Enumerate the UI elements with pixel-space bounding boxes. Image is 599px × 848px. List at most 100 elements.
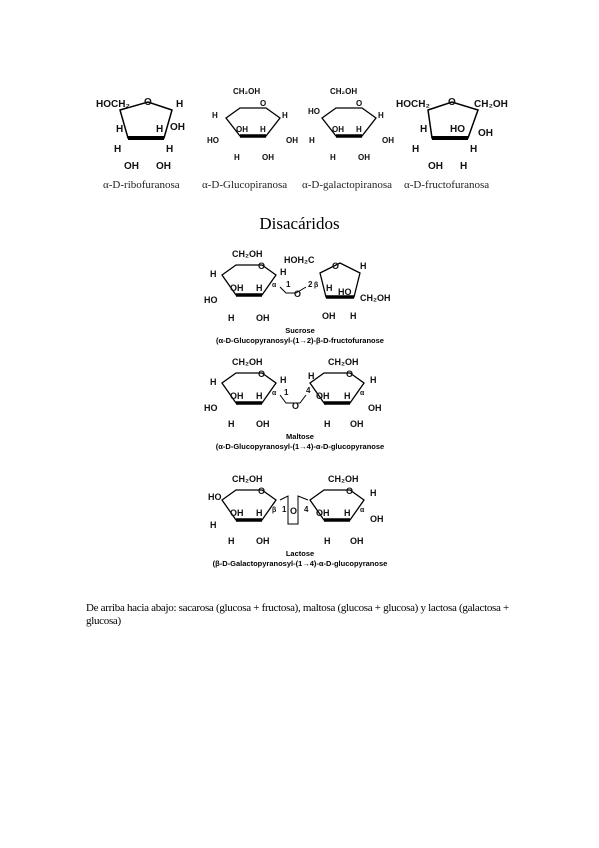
ring-o-label: O [346,486,353,496]
fructofuranose-structure: HOCH₂ O CH₂OH H HO OH H H OH H [396,97,508,172]
h-label: H [166,144,173,155]
h-label: H [370,488,377,498]
h-label: H [344,508,351,518]
ch2oh-label: CH₂OH [232,357,263,367]
h-label: H [378,111,384,120]
glycosidic-o-label: O [294,289,301,299]
ch2oh-label: CH₂OH [232,249,263,259]
h-label: H [330,153,336,162]
ho-label: HO [208,492,222,502]
ch2oh-label: CH₂OH [233,87,260,96]
ring-o-label: O [258,261,265,271]
ch2oh-label: CH₂OH [330,87,357,96]
h-label: H [212,111,218,120]
h-label: H [350,311,357,321]
oh-label: OH [256,313,270,323]
h-label: H [156,124,163,135]
oh-label: OH [382,136,394,145]
ch2oh-label: CH₂OH [328,474,359,484]
h-label: H [114,144,121,155]
h-label: H [324,536,331,546]
h-label: H [420,124,427,135]
alpha-label: α [360,390,365,397]
oh-label: OH [124,161,139,172]
ring-o-label: O [332,261,339,271]
h-label: H [324,419,331,429]
ring-o-label: O [448,97,456,108]
h-label: H [280,375,287,385]
sucrose-name: Sucrose [285,326,315,335]
h-label: H [176,99,183,110]
h-label: H [360,261,367,271]
oh-label: OH [368,403,382,413]
beta-label: β [272,507,277,514]
oh-label: OH [316,508,330,518]
oh-label: OH [350,536,364,546]
h-label: H [370,375,377,385]
ho-label: HO [207,136,219,145]
oh-label: OH [262,153,274,162]
oh-label: OH [358,153,370,162]
carbon-number: 2 [308,280,313,289]
oh-label: OH [256,419,270,429]
ribofuranose-structure: HOCH₂ O H H H OH H H OH OH [96,97,185,172]
h-label: H [460,161,467,172]
hoch2-label: HOCH₂ [96,99,130,110]
oh-label: OH [170,122,185,133]
hoch2-label: HOCH₂ [396,99,430,110]
glycosidic-o-label: O [292,401,299,411]
h-label: H [234,153,240,162]
oh-label: OH [370,514,384,524]
maltose-name: Maltose [286,432,314,441]
section-heading: Disacáridos [259,214,340,233]
ho-label: HO [450,124,465,135]
ring-o-label: O [258,369,265,379]
oh-label: OH [236,125,248,134]
oh-label: OH [256,536,270,546]
h-label: H [344,391,351,401]
oh-label: OH [322,311,336,321]
maltose-systematic-name: (α-D-Glucopyranosyl-(1→4)-α-D-glucopyran… [215,442,385,451]
h-label: H [282,111,288,120]
h-label: H [470,144,477,155]
h-label: H [256,391,263,401]
glycosidic-o-label: O [290,506,297,516]
figure-caption: De arriba hacia abajo: sacarosa (glucosa… [86,602,509,627]
maltose-structure: CH₂OH O H HO OH H H α 1 H OH O CH₂OH O H… [200,353,400,431]
h-label: H [256,508,263,518]
h-label: H [256,283,263,293]
carbon-number: 1 [286,280,291,289]
sucrose-systematic-name: (α-D-Glucopyranosyl-(1→2)-β-D-fructofura… [216,336,384,345]
ring-o-label: O [346,369,353,379]
ring-o-label: O [258,486,265,496]
glucopyranose-label: α-D-Glucopiranosa [202,179,288,191]
h-label: H [210,269,217,279]
h-label: H [260,125,266,134]
h-label: H [308,371,315,381]
h-label: H [309,136,315,145]
carbon-number: 4 [304,505,309,514]
h-label: H [228,313,235,323]
oh-label: OH [478,128,493,139]
lactose-structure: CH₂OH O HO H OH H β 1 H OH O CH₂OH O 4 O… [200,470,400,548]
h-label: H [116,124,123,135]
oh-label: OH [230,283,244,293]
ch2oh-label: CH₂OH [360,293,391,303]
oh-label: OH [316,391,330,401]
ch2oh-label: CH₂OH [232,474,263,484]
hoh2c-label: HOH₂C [284,255,315,265]
monosaccharide-row: HOCH₂ O H H H OH H H OH OH CH₂OH O H H H… [90,80,510,195]
ring-o-label: O [260,99,266,108]
h-label: H [210,377,217,387]
h-label: H [280,267,287,277]
fructofuranose-label: α-D-fructofuranosa [404,179,490,191]
alpha-label: α [272,282,277,289]
alpha-label: α [272,390,277,397]
carbon-number: 1 [284,388,289,397]
oh-label: OH [332,125,344,134]
h-label: H [228,536,235,546]
ribofuranose-label: α-D-ribofuranosa [103,179,180,191]
lactose-systematic-name: (β-D-Galactopyranosyl-(1→4)-α-D-glucopyr… [212,559,388,568]
oh-label: OH [230,508,244,518]
h-label: H [412,144,419,155]
